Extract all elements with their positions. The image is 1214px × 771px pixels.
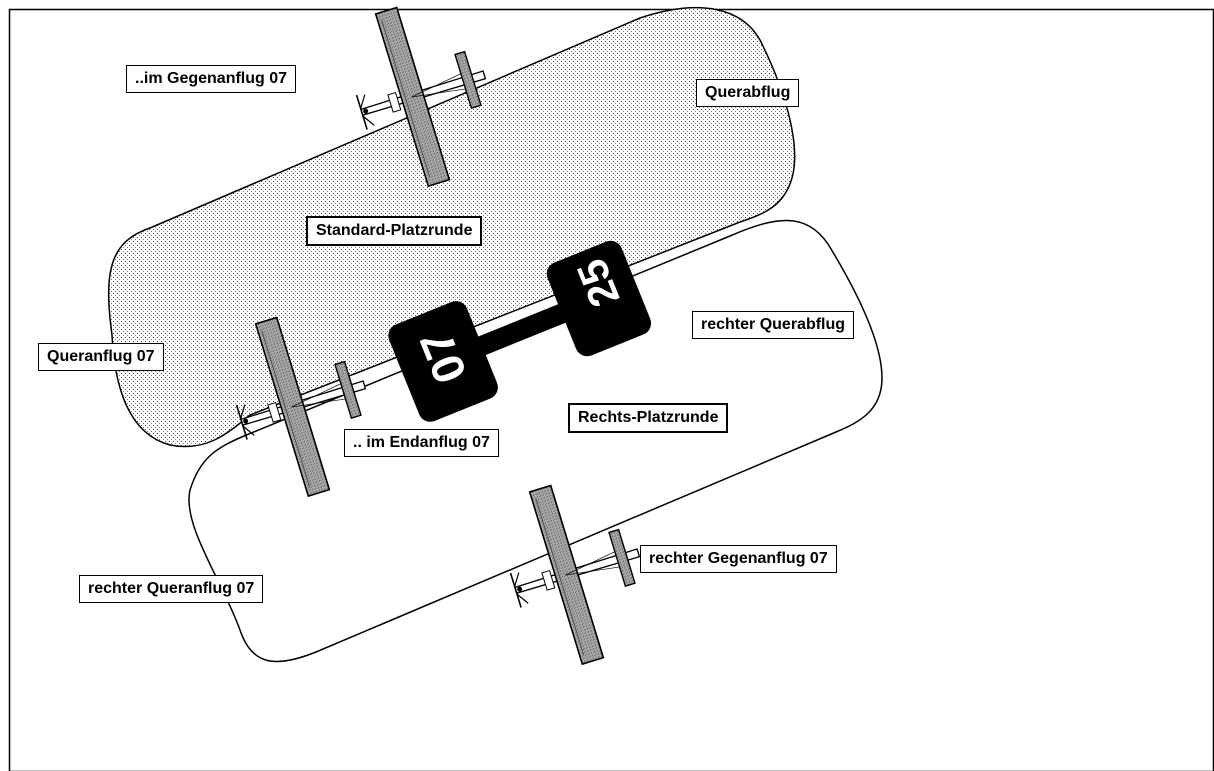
airplane-icon xyxy=(488,465,666,678)
label-downwind: ..im Gegenanflug 07 xyxy=(126,65,297,93)
runway xyxy=(388,240,652,422)
label-final: .. im Endanflug 07 xyxy=(344,429,499,457)
runway-threshold-icon xyxy=(388,301,498,422)
label-standard-circuit: Standard-Platzrunde xyxy=(306,216,483,246)
runway-threshold-icon xyxy=(546,240,652,357)
label-right-downwind: rechter Gegenanflug 07 xyxy=(640,545,837,573)
label-right-base: rechter Queranflug 07 xyxy=(79,575,264,603)
right-circuit xyxy=(188,219,883,663)
label-right-crosswind: rechter Querabflug xyxy=(692,311,855,339)
label-base: Queranflug 07 xyxy=(38,343,164,371)
label-crosswind: Querabflug xyxy=(696,79,800,107)
label-right-circuit: Rechts-Platzrunde xyxy=(568,403,729,433)
